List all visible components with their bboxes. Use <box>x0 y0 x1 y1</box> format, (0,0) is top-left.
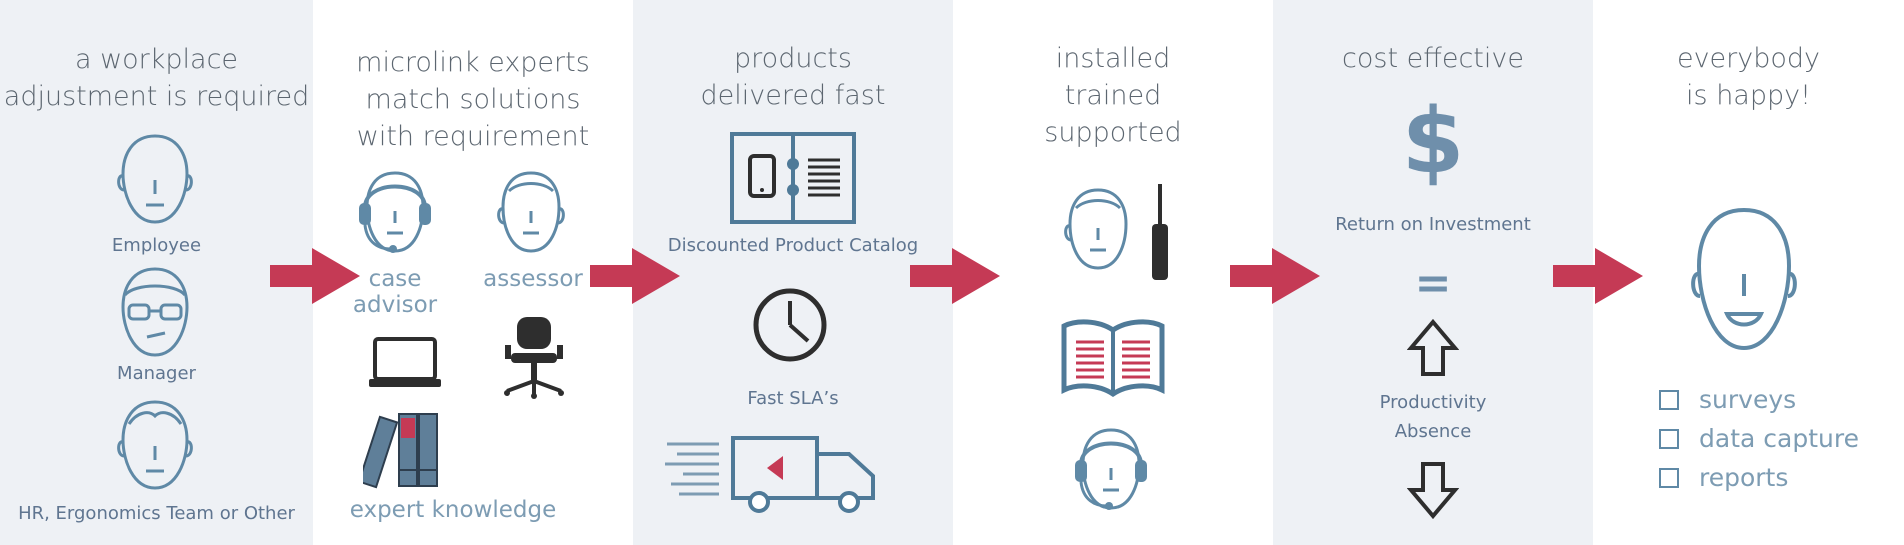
clock-icon <box>753 288 827 362</box>
checklist-label: surveys <box>1699 385 1797 414</box>
books-icon <box>363 413 438 489</box>
step-panel-adjustment: a workplace adjustment is required Emplo… <box>0 0 313 545</box>
step-title-experts: microlink experts match solutions with r… <box>356 47 590 152</box>
step-title-adjustment: a workplace adjustment is required <box>3 44 310 112</box>
roi-label: Return on Investment <box>1335 214 1531 235</box>
flow-arrow-icon <box>270 248 360 304</box>
installer-face-icon <box>1064 188 1128 270</box>
arrow-up-outline-icon <box>1407 318 1459 376</box>
step-title-cost: cost effective <box>1342 43 1524 74</box>
productivity-label: Productivity <box>1379 392 1487 413</box>
checkbox-icon <box>1659 467 1679 488</box>
employee-face-icon <box>117 134 193 224</box>
checklist-item-data-capture: data capture <box>1659 424 1859 453</box>
step-panel-experts: microlink experts match solutions with r… <box>313 0 633 545</box>
checklist-item-surveys: surveys <box>1659 385 1796 414</box>
step-title-installed: installed trained supported <box>1044 43 1182 148</box>
happy-face-icon <box>1691 207 1797 351</box>
hr-face-icon <box>117 400 193 490</box>
catalog-icon <box>730 132 856 224</box>
arrow-down-outline-icon <box>1407 462 1459 520</box>
case-advisor-headset-icon <box>359 171 431 253</box>
step-title-happy: everybody is happy! <box>1676 43 1821 111</box>
step-title-delivery: products delivered fast <box>700 43 886 111</box>
support-headset-icon <box>1075 428 1147 510</box>
manager-face-icon <box>121 267 189 357</box>
assessor-face-icon <box>497 171 565 253</box>
delivery-truck-icon <box>665 436 875 513</box>
checklist-label: reports <box>1699 463 1789 492</box>
assessor-label: assessor <box>483 266 583 292</box>
flow-arrow-icon <box>1553 248 1643 304</box>
step-panel-cost: cost effective $ Return on Investment = … <box>1273 0 1593 545</box>
flow-arrow-icon <box>910 248 1000 304</box>
equals-sign: = <box>1414 258 1452 309</box>
laptop-icon <box>369 337 441 387</box>
sla-label: Fast SLA’s <box>747 388 839 409</box>
flow-arrow-icon <box>1230 248 1320 304</box>
flow-arrow-icon <box>590 248 680 304</box>
screwdriver-icon <box>1152 184 1168 280</box>
checkbox-icon <box>1659 428 1679 449</box>
step-panel-installed: installed trained supported <box>953 0 1273 545</box>
step-panel-happy: everybody is happy! surveys data capture… <box>1593 0 1904 545</box>
office-chair-icon <box>504 317 564 399</box>
employee-label: Employee <box>111 235 202 256</box>
catalog-label: Discounted Product Catalog <box>667 235 919 256</box>
manager-label: Manager <box>117 363 196 384</box>
step-panel-delivery: products delivered fast Discounted Produ… <box>633 0 953 545</box>
manual-book-icon <box>1061 319 1165 398</box>
dollar-icon: $ <box>1401 89 1465 194</box>
expert-knowledge-label: expert knowledge <box>349 497 557 523</box>
case-advisor-label: case advisor <box>352 266 438 318</box>
checkbox-icon <box>1659 389 1679 410</box>
checklist-label: data capture <box>1699 424 1859 453</box>
hr-label: HR, Ergonomics Team or Other <box>18 503 295 524</box>
checklist-item-reports: reports <box>1659 463 1788 492</box>
absence-label: Absence <box>1394 421 1472 442</box>
